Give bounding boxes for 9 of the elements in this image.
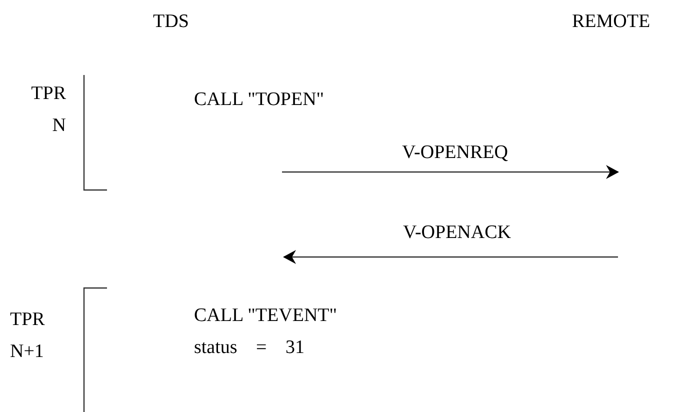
- call-text: CALL "TOPEN": [194, 88, 324, 112]
- phase-label: TPR N+1: [10, 308, 46, 364]
- status-text: status = 31: [194, 336, 304, 360]
- lane-heading: REMOTE: [572, 10, 650, 34]
- message-label: V-OPENREQ: [402, 141, 508, 165]
- message-label: V-OPENACK: [402, 221, 512, 245]
- phase-label: TPR N: [30, 82, 66, 138]
- call-text: CALL "TEVENT": [194, 304, 338, 328]
- lane-heading: TDS: [153, 10, 189, 34]
